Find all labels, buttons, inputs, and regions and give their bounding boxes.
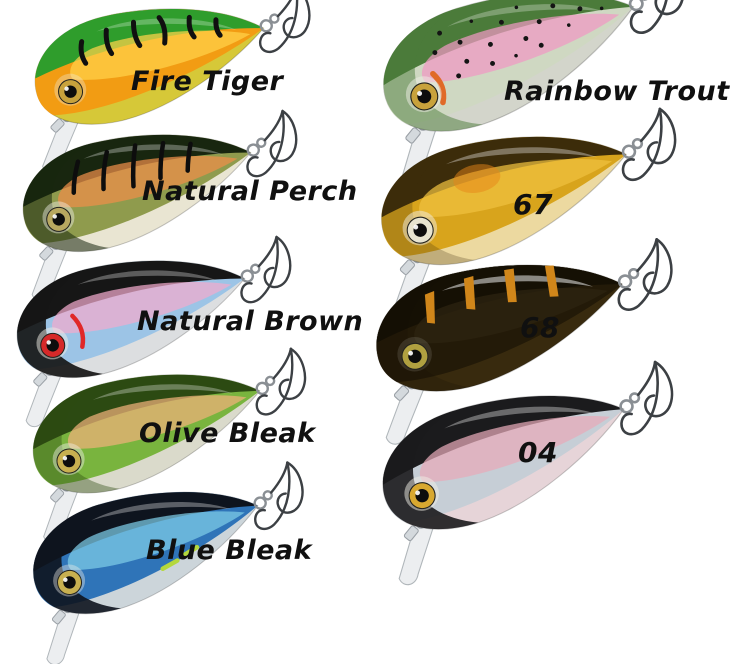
- lure-natural-brown: [0, 226, 311, 441]
- blush-spot: [453, 164, 501, 193]
- lure-natural-perch: [0, 100, 317, 315]
- lure-rainbow-trout: [347, 0, 717, 206]
- eye: [58, 79, 84, 105]
- lure-04: [348, 349, 705, 601]
- diving-lip: [25, 366, 63, 428]
- label-68: 68: [520, 311, 560, 344]
- gill-mark: [70, 313, 86, 350]
- lure-68: [346, 227, 695, 459]
- treble-hook: [617, 238, 673, 311]
- treble-hook: [255, 347, 307, 416]
- lure-body: [381, 136, 628, 266]
- lure-body: [33, 491, 259, 615]
- eye: [40, 332, 66, 358]
- tiger-stripes: [78, 14, 223, 66]
- eye: [408, 482, 436, 510]
- eye: [56, 448, 82, 474]
- label-blue-bleak: Blue Bleak: [146, 535, 313, 566]
- lure-olive-bleak: [4, 337, 329, 557]
- label-rainbow-trout: Rainbow Trout: [504, 76, 730, 107]
- label-fire-tiger: Fire Tiger: [131, 66, 284, 97]
- eye: [401, 342, 429, 370]
- eye: [406, 216, 434, 244]
- lure-blue-bleak: [2, 451, 331, 664]
- treble-hook: [628, 0, 685, 35]
- lure-body: [34, 8, 265, 125]
- treble-hook: [621, 107, 677, 182]
- label-67: 67: [513, 188, 553, 221]
- perch-bars: [71, 140, 193, 195]
- treble-hook: [259, 0, 311, 54]
- diving-lip: [46, 603, 81, 664]
- treble-hook: [246, 109, 298, 178]
- label-olive-bleak: Olive Bleak: [139, 418, 316, 449]
- label-natural-perch: Natural Perch: [142, 176, 358, 207]
- lure-body: [383, 0, 635, 132]
- treble-hook: [253, 461, 304, 531]
- trout-spots: [430, 3, 604, 106]
- diving-lip: [385, 379, 426, 445]
- eye: [46, 206, 72, 232]
- eye: [57, 569, 83, 595]
- lure-body: [376, 264, 624, 392]
- label-04: 04: [518, 436, 558, 469]
- label-natural-brown: Natural Brown: [137, 306, 364, 337]
- wasp-bars: [424, 265, 559, 324]
- lure-body: [32, 374, 261, 494]
- lure-body: [22, 134, 252, 253]
- eye: [410, 82, 439, 111]
- treble-hook: [619, 360, 674, 436]
- lure-67: [350, 96, 701, 333]
- treble-hook: [240, 235, 292, 304]
- bleak-marks: [160, 544, 200, 572]
- lure-fire-tiger: [8, 0, 329, 186]
